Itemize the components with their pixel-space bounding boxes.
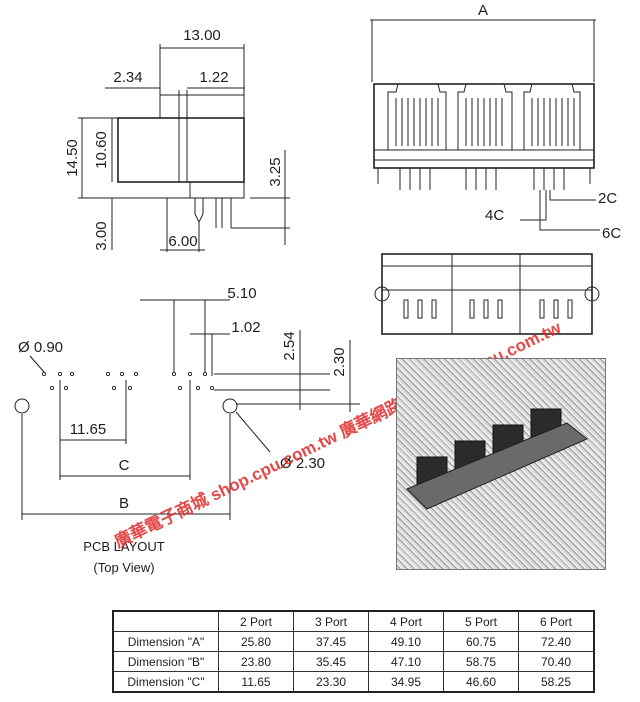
mount-hole-right xyxy=(222,398,238,414)
side-slot xyxy=(178,117,188,183)
table-cell: 72.40 xyxy=(518,631,595,652)
table-cell: 60.75 xyxy=(443,631,519,652)
port-opening xyxy=(523,83,581,151)
dim-width-total: 13.00 xyxy=(183,27,221,44)
row-label: Dimension "B" xyxy=(112,651,219,672)
side-peg xyxy=(194,198,204,224)
table-cell: 49.10 xyxy=(368,631,444,652)
port-opening xyxy=(387,83,447,151)
leader-2c xyxy=(549,190,596,201)
side-top-block xyxy=(159,94,245,119)
table-header-cell: 6 Port xyxy=(518,610,595,632)
contact-4c-label: 4C xyxy=(485,207,504,224)
table-header-cell: 5 Port xyxy=(443,610,519,632)
table-cell: 35.45 xyxy=(293,651,369,672)
dim-a-label: A xyxy=(478,2,488,19)
table-header-cell: 2 Port xyxy=(218,610,294,632)
table-cell: 47.10 xyxy=(368,651,444,672)
dim-row-pitch: 1.02 xyxy=(231,319,260,336)
side-view: 13.00 2.34 1.22 14.50 10.60 3.00 6.00 3.… xyxy=(64,27,290,252)
pcb-layout-title: PCB LAYOUT xyxy=(83,539,164,554)
contact-2c-label: 2C xyxy=(598,190,617,207)
pcb-pin-holes xyxy=(41,371,215,391)
port-opening xyxy=(457,83,513,151)
leader-4c xyxy=(520,190,547,221)
row-label: Dimension "A" xyxy=(112,631,219,652)
dim-pin-pitch: 1.22 xyxy=(199,69,228,86)
leader-6c xyxy=(539,190,600,231)
top-body xyxy=(381,253,593,335)
front-pins xyxy=(377,168,591,190)
dim-port-pitch: 11.65 xyxy=(70,421,106,438)
table-header-cell: 4 Port xyxy=(368,610,444,632)
table-header-cell: 3 Port xyxy=(293,610,369,632)
dim-pad-offset: 5.10 xyxy=(227,285,256,302)
contact-fingers xyxy=(395,98,575,146)
table-cell: 58.25 xyxy=(518,671,595,693)
pcb-layout: 5.10 1.02 2.54 2.30 Ø 0.90 Ø 2.30 xyxy=(14,285,360,575)
contact-6c-label: 6C xyxy=(602,225,621,242)
product-photo xyxy=(396,358,606,570)
top-view xyxy=(374,253,600,335)
dimension-table: 2 Port 3 Port 4 Port 5 Port 6 Port Dimen… xyxy=(112,610,595,693)
table-header-row: 2 Port 3 Port 4 Port 5 Port 6 Port xyxy=(112,610,595,632)
hole-leader xyxy=(235,411,271,453)
pcb-layout-subtitle: (Top View) xyxy=(93,560,154,575)
table-cell: 34.95 xyxy=(368,671,444,693)
table-cell: 11.65 xyxy=(218,671,294,693)
dim-c-label: C xyxy=(119,457,130,474)
hole-large-label: Ø 2.30 xyxy=(280,455,325,472)
dim-pin-length: 3.00 xyxy=(93,221,110,250)
photo-body-base xyxy=(406,422,588,510)
side-body xyxy=(117,117,245,183)
dim-pin-spacing: 6.00 xyxy=(168,233,197,250)
table-row: Dimension "C" 11.65 23.30 34.95 46.60 58… xyxy=(112,671,595,693)
top-boss xyxy=(374,286,390,302)
table-cell: 58.75 xyxy=(443,651,519,672)
table-cell: 37.45 xyxy=(293,631,369,652)
dim-body-height: 10.60 xyxy=(93,131,110,169)
table-cell: 23.30 xyxy=(293,671,369,693)
dim-height-total: 14.50 xyxy=(64,139,81,177)
table-cell: 46.60 xyxy=(443,671,519,693)
dim-left-offset: 2.34 xyxy=(113,69,142,86)
dim-b-label: B xyxy=(119,495,129,512)
hole-leader xyxy=(29,355,45,373)
side-base xyxy=(189,181,245,199)
dim-row-offset: 2.54 xyxy=(281,331,298,360)
dim-row-gap: 2.30 xyxy=(331,347,348,376)
top-boss xyxy=(584,286,600,302)
mount-hole-left xyxy=(14,398,30,414)
dim-peg-height: 3.25 xyxy=(267,157,284,186)
front-view: A 2C 4C 6 xyxy=(370,2,621,242)
table-header-cell xyxy=(112,610,219,632)
table-cell: 70.40 xyxy=(518,651,595,672)
top-pins xyxy=(403,299,573,319)
table-cell: 25.80 xyxy=(218,631,294,652)
hole-small-label: Ø 0.90 xyxy=(18,339,63,356)
product-photo-art xyxy=(406,408,588,510)
row-label: Dimension "C" xyxy=(112,671,219,693)
table-row: Dimension "B" 23.80 35.45 47.10 58.75 70… xyxy=(112,651,595,672)
table-row: Dimension "A" 25.80 37.45 49.10 60.75 72… xyxy=(112,631,595,652)
table-cell: 23.80 xyxy=(218,651,294,672)
